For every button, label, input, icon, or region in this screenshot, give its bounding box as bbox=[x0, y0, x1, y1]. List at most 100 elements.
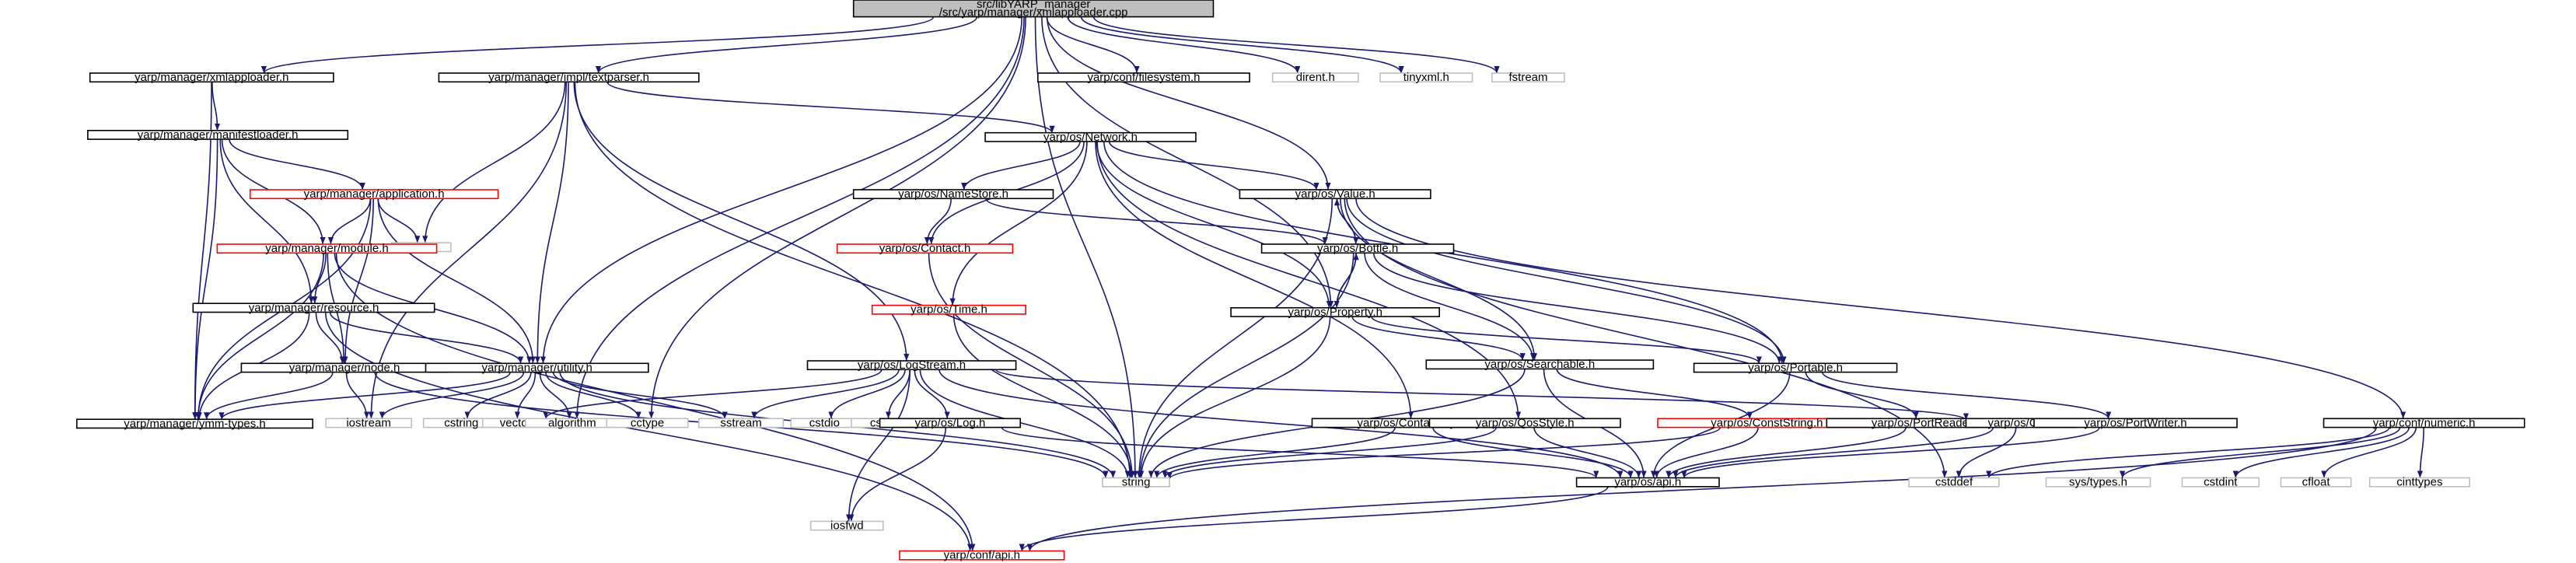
include-edge bbox=[1096, 141, 1522, 419]
node-box bbox=[697, 418, 785, 428]
include-edge bbox=[924, 198, 952, 245]
graph-node-module-h[interactable]: yarp/manager/module.h bbox=[216, 242, 438, 255]
node-box bbox=[2033, 418, 2238, 428]
include-edge bbox=[192, 139, 218, 420]
include-edge bbox=[1137, 253, 1354, 478]
graph-node-property-h[interactable]: yarp/os/Property.h bbox=[1230, 306, 1440, 319]
include-edge bbox=[1346, 198, 1787, 364]
include-edge bbox=[1672, 427, 1994, 478]
node-box bbox=[879, 418, 1021, 428]
include-edge bbox=[928, 253, 1135, 478]
graph-node-application-h[interactable]: yarp/manager/application.h bbox=[249, 187, 499, 201]
include-edge bbox=[1654, 427, 1759, 478]
node-label: yarp/os/Bottle.h bbox=[1317, 242, 1398, 255]
include-edge bbox=[342, 198, 374, 364]
include-edge bbox=[1034, 16, 1138, 478]
include-edge bbox=[379, 372, 525, 419]
graph-node-tinyxml-h: tinyxml.h bbox=[1379, 71, 1473, 84]
graph-node-textparser-h[interactable]: yarp/manager/impl/textparser.h bbox=[438, 71, 700, 84]
node-label: sys/types.h bbox=[2069, 476, 2127, 489]
graph-node-contact-h[interactable]: yarp/os/Contact.h bbox=[836, 242, 1014, 255]
node-box bbox=[89, 72, 334, 83]
include-edge bbox=[377, 198, 536, 364]
include-edge bbox=[539, 372, 572, 419]
node-box bbox=[325, 418, 413, 428]
graph-node-api-os-h[interactable]: yarp/os/api.h bbox=[1575, 476, 1720, 489]
graph-node-numeric-h[interactable]: yarp/conf/numeric.h bbox=[2323, 416, 2525, 429]
include-edge bbox=[2232, 427, 2410, 478]
include-edge bbox=[219, 139, 314, 304]
graph-node-manifestloader-h[interactable]: yarp/manager/manifestloader.h bbox=[87, 128, 349, 142]
include-edge bbox=[1162, 427, 1497, 478]
node-label: yarp/conf/numeric.h bbox=[2373, 416, 2476, 429]
node-box bbox=[1230, 306, 1440, 317]
graph-node-conf-filesystem-h[interactable]: yarp/conf/filesystem.h bbox=[1037, 71, 1250, 84]
graph-node-node-h[interactable]: yarp/manager/node.h bbox=[240, 362, 449, 375]
include-edge bbox=[204, 372, 334, 420]
graph-node-log-h[interactable]: yarp/os/Log.h bbox=[879, 416, 1021, 429]
node-label: vector bbox=[500, 416, 532, 429]
graph-node-iostream: iostream bbox=[325, 416, 413, 429]
node-label: cstring bbox=[444, 416, 478, 429]
graph-node-logstream-h[interactable]: yarp/os/LogStream.h bbox=[806, 358, 1017, 372]
node-box bbox=[806, 360, 1017, 371]
include-edge bbox=[422, 82, 566, 243]
node-box bbox=[76, 418, 313, 429]
include-edge bbox=[552, 372, 728, 419]
graph-node-xmlapploader-h[interactable]: yarp/manager/xmlapploader.h bbox=[89, 71, 334, 84]
node-label: sstream bbox=[720, 416, 761, 429]
include-edge bbox=[1364, 253, 1536, 361]
node-label: yarp/os/PortReader.h bbox=[1872, 416, 1982, 429]
include-edge bbox=[2120, 427, 2401, 478]
node-label: yarp/os/Network.h bbox=[1043, 131, 1138, 144]
include-edge bbox=[1373, 253, 1782, 364]
graph-node-cstdio: cstdio bbox=[790, 416, 859, 429]
graph-node-ymmtypes-h[interactable]: yarp/manager/ymm-types.h bbox=[76, 417, 313, 430]
graph-node-portwriter-h[interactable]: yarp/os/PortWriter.h bbox=[2033, 416, 2238, 429]
include-edge bbox=[1046, 16, 1140, 74]
node-box bbox=[1908, 477, 2000, 488]
node-box bbox=[1260, 243, 1455, 254]
graph-node-sys-types-h: sys/types.h bbox=[2045, 476, 2151, 489]
include-edge bbox=[514, 372, 537, 419]
graph-node-cstddef: cstddef bbox=[1908, 476, 2000, 489]
graph-node-portable-h[interactable]: yarp/os/Portable.h bbox=[1693, 362, 1898, 375]
include-edge bbox=[828, 369, 906, 419]
include-edge bbox=[1096, 141, 1332, 308]
node-label: yarp/conf/api.h bbox=[944, 549, 1020, 562]
include-edge bbox=[1019, 486, 1609, 551]
graph-node-namestore-h[interactable]: yarp/os/NameStore.h bbox=[852, 187, 1054, 201]
include-edge bbox=[1108, 141, 1319, 191]
graph-node-searchable-h[interactable]: yarp/os/Searchable.h bbox=[1425, 358, 1655, 371]
node-box bbox=[2368, 477, 2470, 488]
graph-node-qosstyle-h[interactable]: yarp/os/QosStyle.h bbox=[1428, 416, 1621, 429]
node-label: yarp/os/Time.h bbox=[911, 303, 987, 316]
graph-node-value-h[interactable]: yarp/os/Value.h bbox=[1239, 187, 1431, 201]
graph-node-portreader-h[interactable]: yarp/os/PortReader.h bbox=[1826, 416, 2027, 429]
include-edge bbox=[949, 141, 1088, 306]
graph-node-network-h[interactable]: yarp/os/Network.h bbox=[984, 131, 1197, 144]
include-edge bbox=[919, 369, 1131, 478]
include-edge bbox=[534, 82, 569, 364]
node-box bbox=[1693, 362, 1898, 373]
node-box bbox=[2181, 477, 2260, 488]
node-label: fstream bbox=[1508, 71, 1547, 84]
graph-node-resource-h[interactable]: yarp/manager/resource.h bbox=[192, 301, 435, 314]
include-edge bbox=[1340, 198, 1538, 361]
node-label: yarp/manager/module.h bbox=[265, 242, 388, 255]
graph-node-utility-h[interactable]: yarp/manager/utility.h bbox=[425, 362, 649, 375]
graph-node-bottle-h[interactable]: yarp/os/Bottle.h bbox=[1260, 242, 1455, 255]
node-box bbox=[2045, 477, 2151, 488]
include-edge bbox=[885, 369, 911, 419]
node-label: yarp/manager/application.h bbox=[304, 187, 445, 201]
graph-node-conf-api-h[interactable]: yarp/conf/api.h bbox=[899, 549, 1065, 562]
graph-node-fstream: fstream bbox=[1491, 71, 1565, 84]
node-label: iostream bbox=[346, 416, 391, 429]
include-edge bbox=[1556, 369, 1753, 419]
node-label: yarp/manager/resource.h bbox=[249, 301, 379, 314]
node-box bbox=[1239, 189, 1431, 200]
include-edge bbox=[1046, 16, 1331, 191]
include-edge bbox=[1665, 427, 1907, 478]
graph-node-time-h[interactable]: yarp/os/Time.h bbox=[871, 303, 1026, 316]
